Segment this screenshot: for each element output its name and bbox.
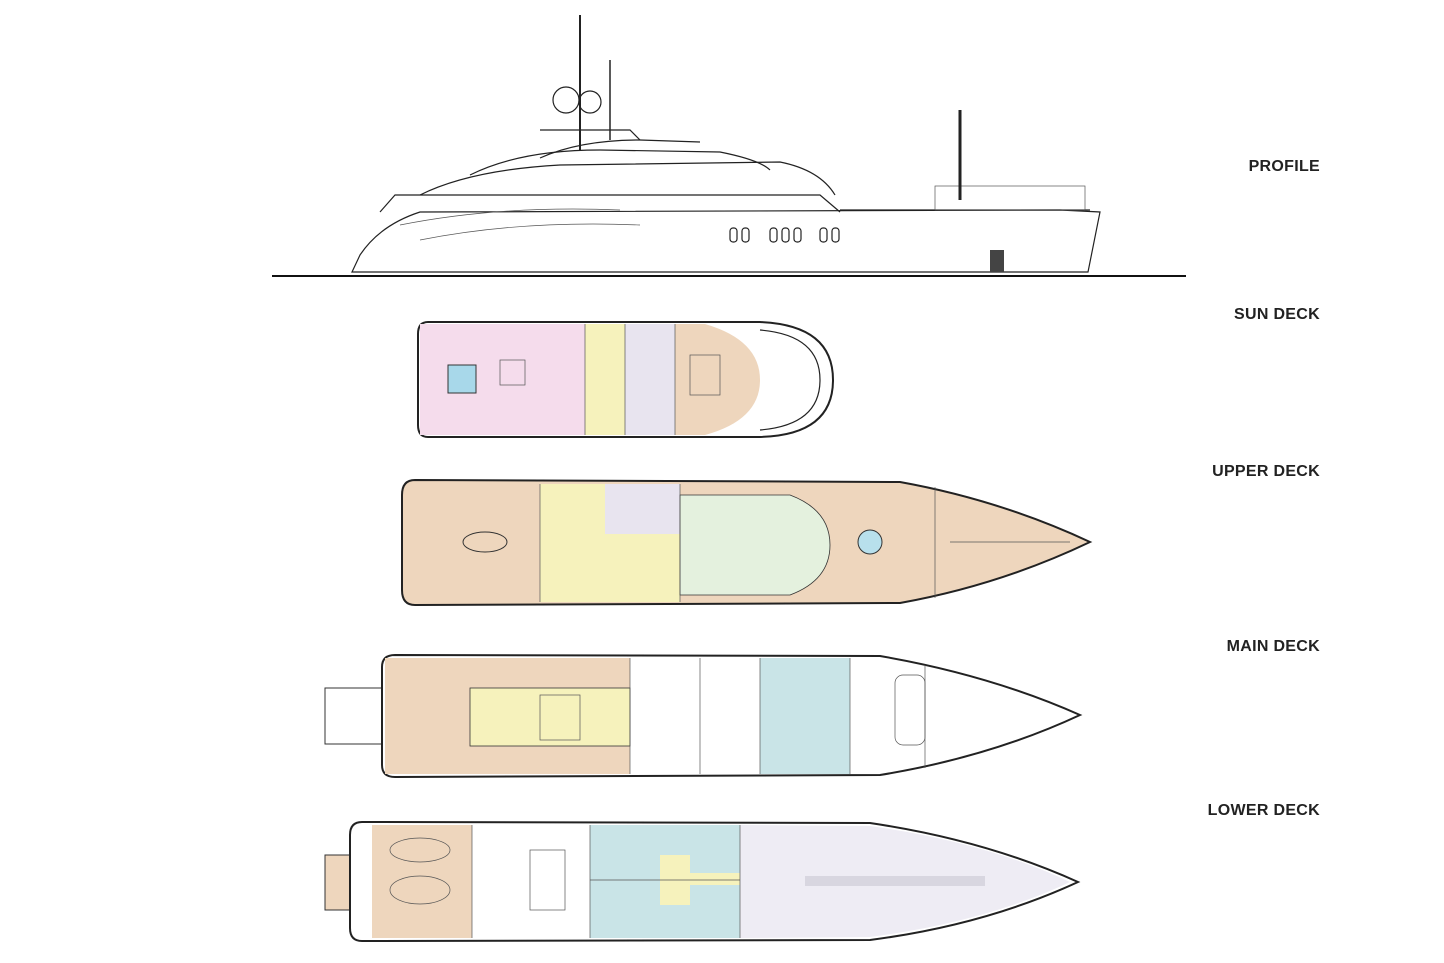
label-sun-deck: SUN DECK	[1234, 306, 1320, 323]
label-profile: PROFILE	[1248, 158, 1320, 175]
label-main-deck: MAIN DECK	[1226, 638, 1320, 655]
main-deck-plan	[324, 653, 1083, 779]
profile-view	[272, 15, 1186, 277]
label-lower-deck: LOWER DECK	[1207, 802, 1320, 819]
sun-deck-plan	[417, 321, 835, 438]
upper-deck-plan	[401, 478, 1093, 607]
lower-deck-plan	[324, 820, 1081, 943]
label-upper-deck: UPPER DECK	[1212, 463, 1320, 480]
